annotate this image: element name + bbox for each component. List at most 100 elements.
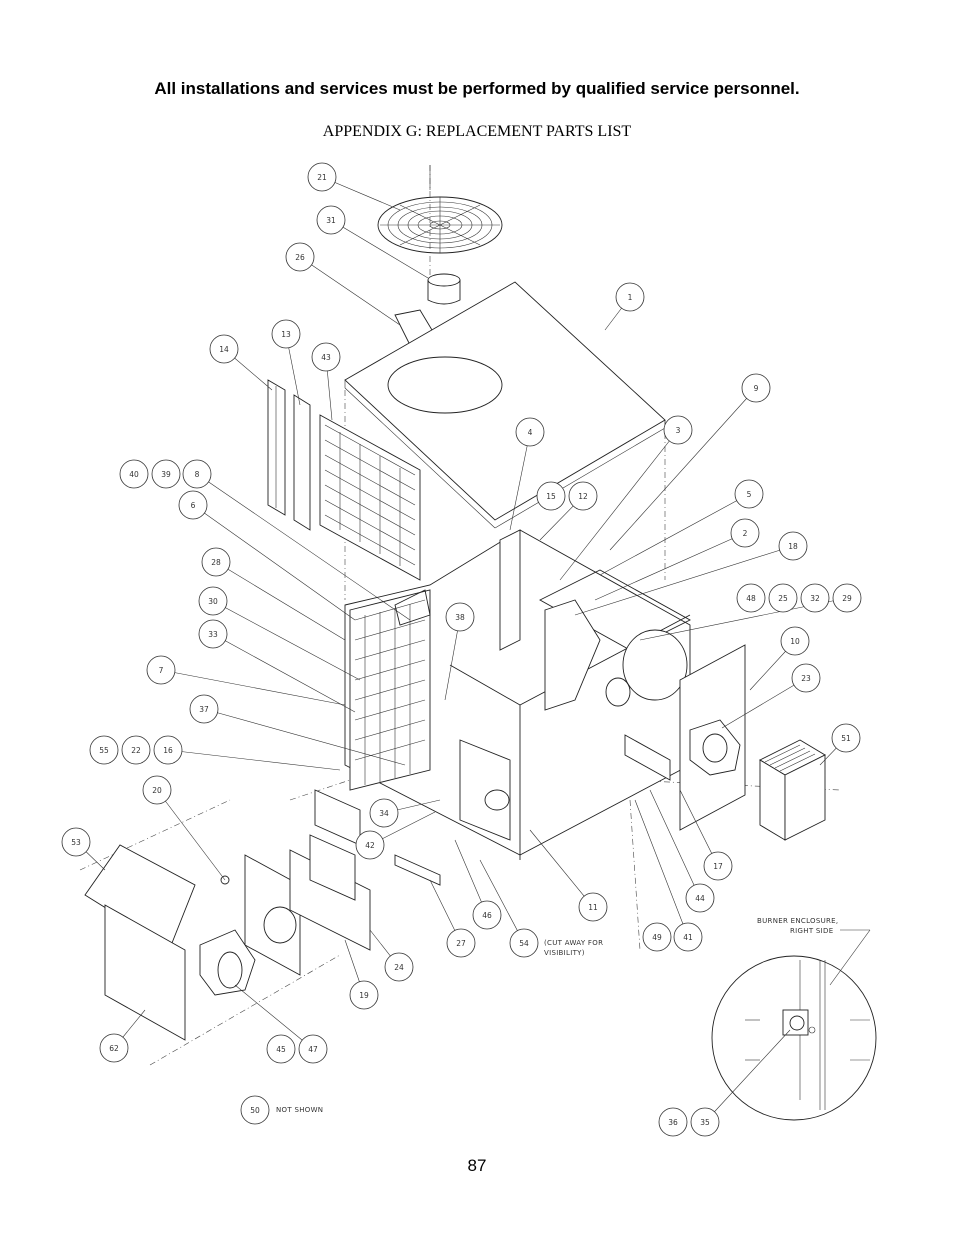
callout-17: 17 bbox=[703, 851, 733, 881]
callout-leader-16 bbox=[167, 749, 341, 771]
svg-text:50: 50 bbox=[250, 1106, 260, 1115]
callout-53: 53 bbox=[61, 827, 91, 857]
svg-text:41: 41 bbox=[683, 933, 693, 942]
callout-leader-23 bbox=[721, 677, 807, 729]
svg-text:22: 22 bbox=[131, 746, 141, 755]
callout-51: 51 bbox=[831, 723, 861, 753]
svg-text:6: 6 bbox=[191, 501, 196, 510]
callout-28: 28 bbox=[201, 547, 231, 577]
svg-text:24: 24 bbox=[394, 963, 404, 972]
svg-text:51: 51 bbox=[841, 734, 851, 743]
callout-19: 19 bbox=[349, 980, 379, 1010]
callout-leader-3 bbox=[559, 429, 679, 581]
callout-31: 31 bbox=[316, 205, 346, 235]
svg-text:8: 8 bbox=[195, 470, 200, 479]
callout-50: 50 bbox=[240, 1095, 270, 1125]
callout-25: 25 bbox=[768, 583, 798, 613]
callout-9: 9 bbox=[741, 373, 771, 403]
vent-assembly bbox=[84, 789, 441, 1041]
svg-text:19: 19 bbox=[359, 991, 369, 1000]
svg-text:26: 26 bbox=[295, 253, 305, 262]
diagram-note: VISIBILITY) bbox=[544, 949, 585, 957]
callout-leader-26 bbox=[299, 256, 401, 326]
callout-leader-2 bbox=[594, 532, 746, 601]
svg-text:48: 48 bbox=[746, 594, 756, 603]
svg-text:4: 4 bbox=[528, 428, 533, 437]
callout-26: 26 bbox=[285, 242, 315, 272]
top-panel bbox=[344, 281, 666, 529]
callout-3: 3 bbox=[663, 415, 693, 445]
svg-text:17: 17 bbox=[713, 862, 723, 871]
svg-text:53: 53 bbox=[71, 838, 81, 847]
callout-5: 5 bbox=[734, 479, 764, 509]
callout-12: 12 bbox=[568, 481, 598, 511]
callout-62: 62 bbox=[99, 1033, 129, 1063]
svg-text:27: 27 bbox=[456, 939, 466, 948]
diagram-note: RIGHT SIDE bbox=[790, 927, 833, 935]
svg-text:13: 13 bbox=[281, 330, 291, 339]
callout-45: 45 bbox=[266, 1034, 296, 1064]
callout-7: 7 bbox=[146, 655, 176, 685]
svg-text:29: 29 bbox=[842, 594, 852, 603]
callout-leader-8 bbox=[196, 473, 411, 621]
callout-39: 39 bbox=[151, 459, 181, 489]
callout-34: 34 bbox=[369, 798, 399, 828]
diagram-note: NOT SHOWN bbox=[276, 1106, 323, 1114]
svg-text:35: 35 bbox=[700, 1118, 710, 1127]
svg-text:3: 3 bbox=[676, 426, 681, 435]
callout-1: 1 bbox=[615, 282, 645, 312]
svg-text:14: 14 bbox=[219, 345, 229, 354]
callout-23: 23 bbox=[791, 663, 821, 693]
callout-21: 21 bbox=[307, 162, 337, 192]
callout-leader-18 bbox=[574, 545, 794, 616]
callout-6: 6 bbox=[178, 490, 208, 520]
callout-leader-44 bbox=[649, 789, 701, 899]
callout-48: 48 bbox=[736, 583, 766, 613]
svg-text:39: 39 bbox=[161, 470, 171, 479]
callout-13: 13 bbox=[271, 319, 301, 349]
svg-text:45: 45 bbox=[276, 1045, 286, 1054]
callout-18: 18 bbox=[778, 531, 808, 561]
callout-16: 16 bbox=[153, 735, 183, 765]
diagram-note: BURNER ENCLOSURE, bbox=[757, 917, 838, 925]
callout-11: 11 bbox=[578, 892, 608, 922]
callout-42: 42 bbox=[355, 830, 385, 860]
callout-36: 36 bbox=[658, 1107, 688, 1137]
callout-leader-30 bbox=[212, 600, 361, 681]
svg-text:42: 42 bbox=[365, 841, 375, 850]
svg-text:28: 28 bbox=[211, 558, 221, 567]
callout-leader-41 bbox=[634, 799, 689, 938]
callout-41: 41 bbox=[673, 922, 703, 952]
callout-33: 33 bbox=[198, 619, 228, 649]
svg-text:23: 23 bbox=[801, 674, 811, 683]
svg-text:21: 21 bbox=[317, 173, 327, 182]
callout-4: 4 bbox=[515, 417, 545, 447]
svg-text:47: 47 bbox=[308, 1045, 318, 1054]
callout-leader-37 bbox=[203, 708, 406, 766]
svg-text:7: 7 bbox=[159, 666, 164, 675]
callout-29: 29 bbox=[832, 583, 862, 613]
blower bbox=[605, 629, 688, 781]
safety-warning: All installations and services must be p… bbox=[154, 79, 800, 98]
access-panel bbox=[679, 644, 746, 831]
svg-text:20: 20 bbox=[152, 786, 162, 795]
callout-14: 14 bbox=[209, 334, 239, 364]
burner-enclosure bbox=[759, 739, 826, 841]
callout-leader-54 bbox=[479, 859, 525, 944]
svg-text:32: 32 bbox=[810, 594, 820, 603]
callout-38: 38 bbox=[445, 602, 475, 632]
svg-text:18: 18 bbox=[788, 542, 798, 551]
svg-text:31: 31 bbox=[326, 216, 336, 225]
callout-leader-31 bbox=[330, 219, 429, 279]
callout-leader-35 bbox=[704, 1029, 791, 1123]
svg-text:55: 55 bbox=[99, 746, 109, 755]
page-number: 87 bbox=[467, 1156, 487, 1175]
svg-text:1: 1 bbox=[628, 293, 633, 302]
callout-leader-9 bbox=[609, 387, 757, 551]
callout-leader-4 bbox=[509, 431, 531, 531]
svg-text:12: 12 bbox=[578, 492, 588, 501]
svg-text:38: 38 bbox=[455, 613, 465, 622]
